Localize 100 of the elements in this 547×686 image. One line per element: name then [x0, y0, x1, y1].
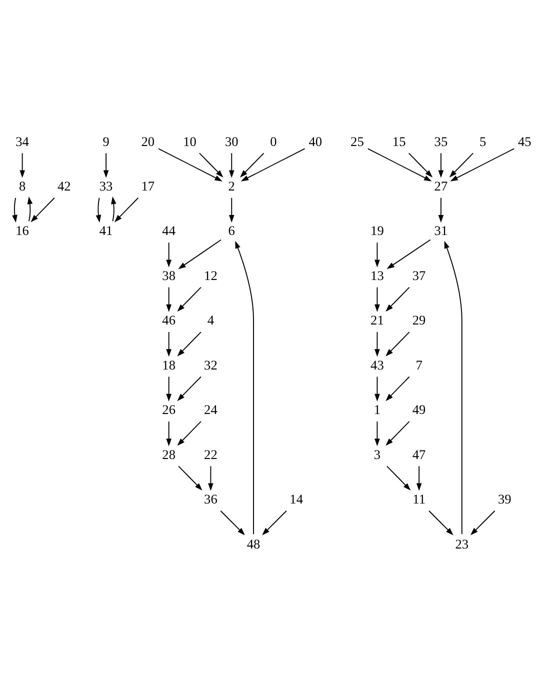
- arrow: [374, 242, 380, 267]
- arrow: [449, 152, 474, 177]
- node-text: 26: [162, 402, 176, 417]
- node-text: 46: [162, 312, 176, 328]
- arrow: [208, 465, 214, 490]
- node-text: 22: [204, 446, 218, 462]
- arrow: [178, 465, 202, 490]
- node-text: 49: [412, 402, 426, 417]
- arrow: [408, 152, 433, 177]
- arrow: [20, 152, 25, 178]
- node-text: 39: [498, 491, 512, 506]
- arrow: [428, 510, 454, 535]
- node-text: 42: [58, 178, 71, 194]
- node-text: 34: [16, 133, 29, 148]
- arrow: [30, 196, 55, 222]
- arrow: [374, 376, 380, 401]
- arrow: [166, 286, 172, 312]
- node-text: 40: [308, 133, 322, 148]
- arrow: [386, 238, 431, 269]
- arrow: [470, 510, 496, 535]
- node-text: 29: [412, 312, 426, 328]
- node-text: 27: [434, 178, 448, 194]
- arrow: [12, 196, 18, 222]
- node-text: 44: [162, 222, 176, 238]
- node-text: 23: [455, 536, 469, 551]
- node-text: 7: [416, 356, 422, 372]
- arrow: [386, 465, 411, 490]
- node-text: 32: [204, 356, 218, 372]
- node-text: 48: [246, 536, 260, 551]
- arrow: [228, 196, 234, 222]
- arrow: [262, 510, 287, 535]
- node-text: 33: [99, 178, 113, 194]
- node-text: 35: [434, 133, 448, 148]
- arrow: [386, 286, 410, 312]
- arrow: [166, 376, 172, 401]
- arrow: [220, 510, 245, 535]
- arrow: [367, 148, 432, 181]
- arrow: [177, 420, 202, 446]
- node-text: 36: [204, 491, 218, 506]
- node-text: 19: [370, 222, 384, 238]
- node-text: 31: [434, 222, 448, 238]
- node-text: 28: [162, 446, 176, 462]
- arrow: [386, 331, 410, 356]
- node-text: 5: [479, 133, 486, 148]
- node-text: 21: [370, 312, 384, 328]
- node-text: 2: [228, 178, 235, 194]
- node-text: 10: [183, 133, 196, 148]
- arrow: [374, 420, 380, 446]
- arrow: [438, 196, 444, 222]
- node-text: 30: [224, 133, 238, 148]
- arrow: [166, 331, 172, 356]
- arrow: [416, 465, 422, 490]
- arrow: [177, 331, 202, 356]
- arrow: [111, 196, 116, 222]
- arrow: [374, 286, 380, 312]
- node-text: 6: [228, 222, 235, 238]
- node-text: 13: [370, 267, 384, 282]
- node-text: 37: [412, 267, 426, 282]
- arrow: [444, 240, 462, 534]
- arrow: [177, 286, 202, 312]
- node-text: 20: [141, 133, 155, 148]
- arrow: [240, 152, 264, 177]
- node-text: 14: [290, 491, 303, 506]
- arrow: [450, 148, 515, 181]
- node-text: 1: [374, 402, 381, 417]
- arrow: [228, 152, 234, 178]
- node-text: 18: [162, 356, 176, 372]
- arrow: [386, 376, 410, 401]
- node-text: 47: [412, 446, 426, 462]
- node-text: 4: [207, 312, 214, 328]
- arrow: [235, 240, 254, 534]
- arrow: [438, 152, 444, 178]
- arrow: [178, 238, 222, 269]
- arrow: [166, 420, 172, 446]
- arrow: [27, 196, 33, 222]
- node-text: 43: [370, 356, 384, 372]
- node-text: 16: [16, 222, 29, 238]
- node-text: 12: [204, 267, 218, 282]
- arrow: [386, 420, 410, 446]
- arrow: [374, 331, 380, 356]
- arrow: [158, 148, 222, 181]
- node-text: 9: [102, 133, 110, 148]
- arrow: [114, 196, 139, 222]
- node-text: 11: [412, 491, 426, 506]
- arrow: [103, 152, 109, 178]
- arrow: [166, 242, 172, 267]
- node-text: 15: [392, 133, 406, 148]
- arrow: [96, 196, 102, 222]
- arrow: [177, 376, 202, 401]
- node-text: 3: [374, 446, 381, 462]
- arrow: [199, 152, 224, 177]
- node-text: 25: [350, 133, 364, 148]
- node-text: 45: [518, 133, 532, 148]
- arrow: [240, 148, 306, 181]
- node-text: 8: [18, 178, 26, 194]
- node-text: 38: [162, 267, 176, 282]
- node-text: 0: [270, 133, 277, 148]
- node-text: 24: [204, 402, 218, 417]
- node-text: 17: [141, 178, 155, 194]
- node-text: 41: [99, 222, 113, 238]
